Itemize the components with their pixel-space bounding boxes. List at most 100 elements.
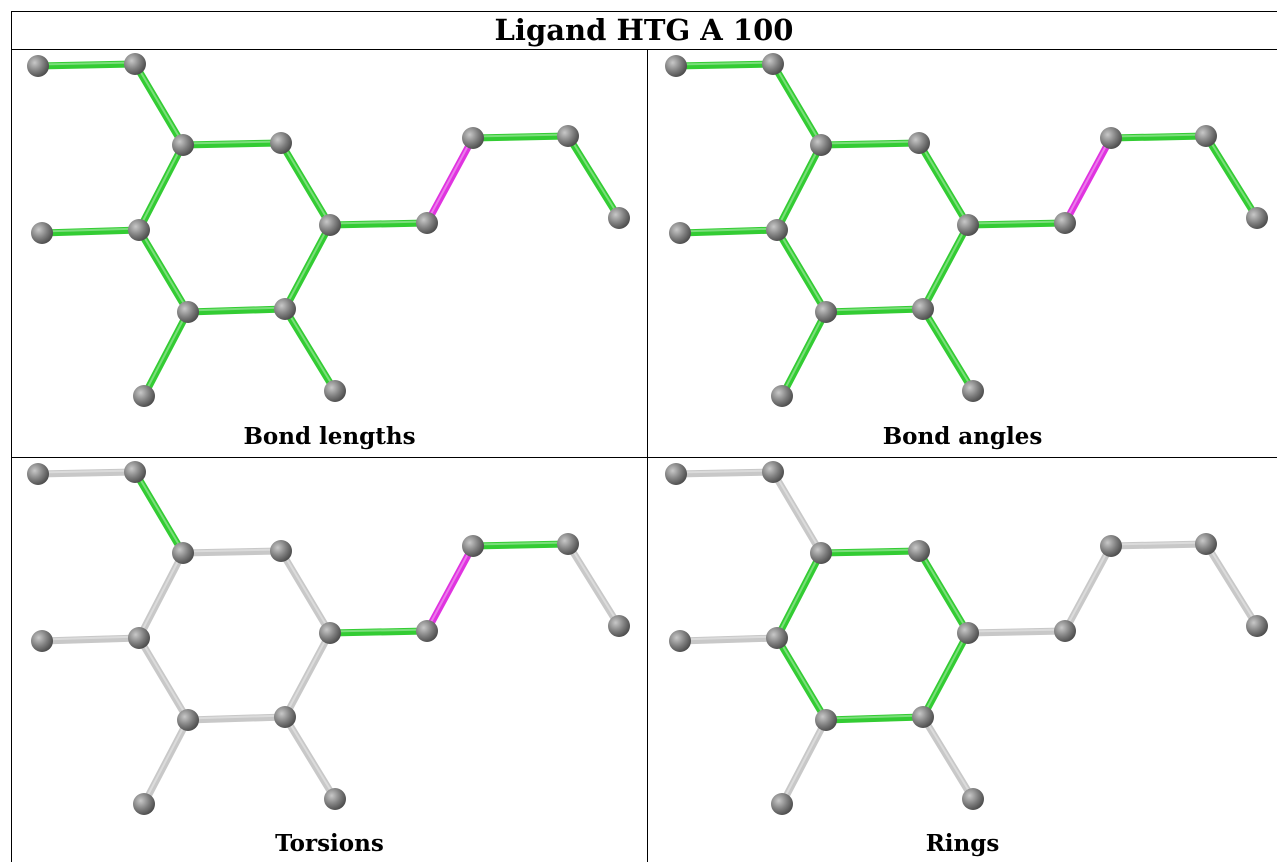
bond-6-7 (1107, 540, 1210, 550)
atom-7 (1195, 533, 1217, 555)
bond-highlight-3-4 (280, 548, 331, 633)
bond-highlight-12-11 (187, 306, 286, 312)
bond-7-8 (564, 132, 623, 222)
molecule-bond-lengths (27, 53, 630, 407)
bond-11-10 (773, 226, 830, 316)
bond-highlight-11-10 (776, 227, 827, 312)
bond-highlight-3-4 (918, 548, 969, 633)
bond-0-1 (672, 60, 777, 70)
atom-0 (665, 463, 687, 485)
atom-12 (912, 706, 934, 728)
atom-0 (27, 55, 49, 77)
bond-highlight-5-6 (1064, 543, 1112, 631)
bond-highlight-10-2 (138, 550, 184, 638)
bond-10-9 (676, 634, 781, 645)
bond-highlight-11-10 (138, 227, 189, 312)
bond-11-10 (135, 226, 192, 316)
bond-highlight-2-3 (820, 548, 920, 553)
bond-10-9 (38, 226, 143, 237)
atom-12 (912, 298, 934, 320)
bond-highlight-10-2 (776, 142, 822, 230)
bond-highlight-0-1 (37, 61, 136, 66)
atom-2 (172, 134, 194, 156)
atom-0 (27, 463, 49, 485)
bond-highlight-3-4 (280, 140, 331, 225)
atom-7 (557, 533, 579, 555)
atom-10 (766, 219, 788, 241)
atom-3 (908, 132, 930, 154)
bond-0-1 (672, 468, 777, 478)
bond-11-13 (778, 308, 830, 400)
bond-1-2 (131, 468, 187, 557)
atom-4 (957, 214, 979, 236)
bond-5-6 (423, 134, 477, 227)
bond-highlight-2-3 (182, 140, 282, 145)
bond-4-12 (919, 629, 972, 721)
row-divider (11, 457, 1277, 458)
bond-highlight-4-5 (329, 628, 428, 633)
bond-highlight-0-1 (675, 469, 774, 474)
atom-14 (962, 788, 984, 810)
bond-highlight-12-11 (187, 714, 286, 720)
atom-8 (1246, 207, 1268, 229)
bond-7-8 (564, 540, 623, 630)
bond-1-2 (769, 468, 825, 557)
bond-highlight-2-3 (182, 548, 282, 553)
bond-4-5 (326, 627, 431, 637)
bond-highlight-10-9 (679, 227, 778, 233)
bond-highlight-11-10 (776, 635, 827, 720)
atom-3 (270, 540, 292, 562)
atom-3 (908, 540, 930, 562)
bond-2-3 (817, 547, 923, 557)
bond-highlight-7-8 (1205, 133, 1258, 218)
bond-4-5 (964, 627, 1069, 637)
bond-12-11 (822, 305, 927, 316)
atom-13 (771, 793, 793, 815)
panel-caption-rings: Rings (925, 830, 1000, 857)
bond-highlight-1-2 (134, 469, 184, 553)
atom-7 (1195, 125, 1217, 147)
bond-5-6 (1061, 134, 1115, 227)
bond-12-11 (184, 713, 289, 724)
bond-3-4 (277, 139, 334, 229)
atom-13 (133, 385, 155, 407)
bond-highlight-10-2 (776, 550, 822, 638)
panel-caption-bond-lengths: Bond lengths (243, 423, 416, 450)
atom-5 (1054, 212, 1076, 234)
bond-highlight-1-2 (772, 469, 822, 553)
bond-5-6 (423, 542, 477, 635)
bond-highlight-6-7 (1110, 541, 1207, 546)
bond-highlight-0-1 (37, 469, 136, 474)
bond-highlight-4-5 (329, 220, 428, 225)
bond-11-13 (778, 716, 830, 808)
panel-rings: Rings (648, 458, 1277, 862)
panel-bond-angles: Bond angles (648, 50, 1277, 457)
bond-highlight-4-5 (967, 220, 1066, 225)
atom-1 (762, 461, 784, 483)
atom-14 (962, 380, 984, 402)
title-divider (11, 49, 1277, 50)
bond-2-3 (817, 139, 923, 149)
bond-highlight-12-11 (825, 306, 924, 312)
bond-highlight-12-14 (284, 714, 336, 799)
bond-highlight-7-8 (567, 541, 620, 626)
atom-1 (762, 53, 784, 75)
bond-10-2 (135, 141, 187, 234)
bond-12-14 (919, 305, 977, 395)
atom-0 (665, 55, 687, 77)
bond-highlight-7-8 (567, 133, 620, 218)
bond-highlight-5-6 (1064, 135, 1112, 223)
atom-8 (1246, 615, 1268, 637)
atom-10 (766, 627, 788, 649)
bond-3-4 (915, 547, 972, 637)
bond-12-14 (281, 305, 339, 395)
bond-0-1 (34, 468, 139, 478)
bond-highlight-6-7 (1110, 133, 1207, 138)
bond-1-2 (769, 60, 825, 149)
bond-highlight-6-7 (472, 133, 569, 138)
bond-11-10 (773, 634, 830, 724)
bond-6-7 (469, 132, 572, 142)
bond-highlight-1-2 (134, 61, 184, 145)
atom-5 (416, 620, 438, 642)
